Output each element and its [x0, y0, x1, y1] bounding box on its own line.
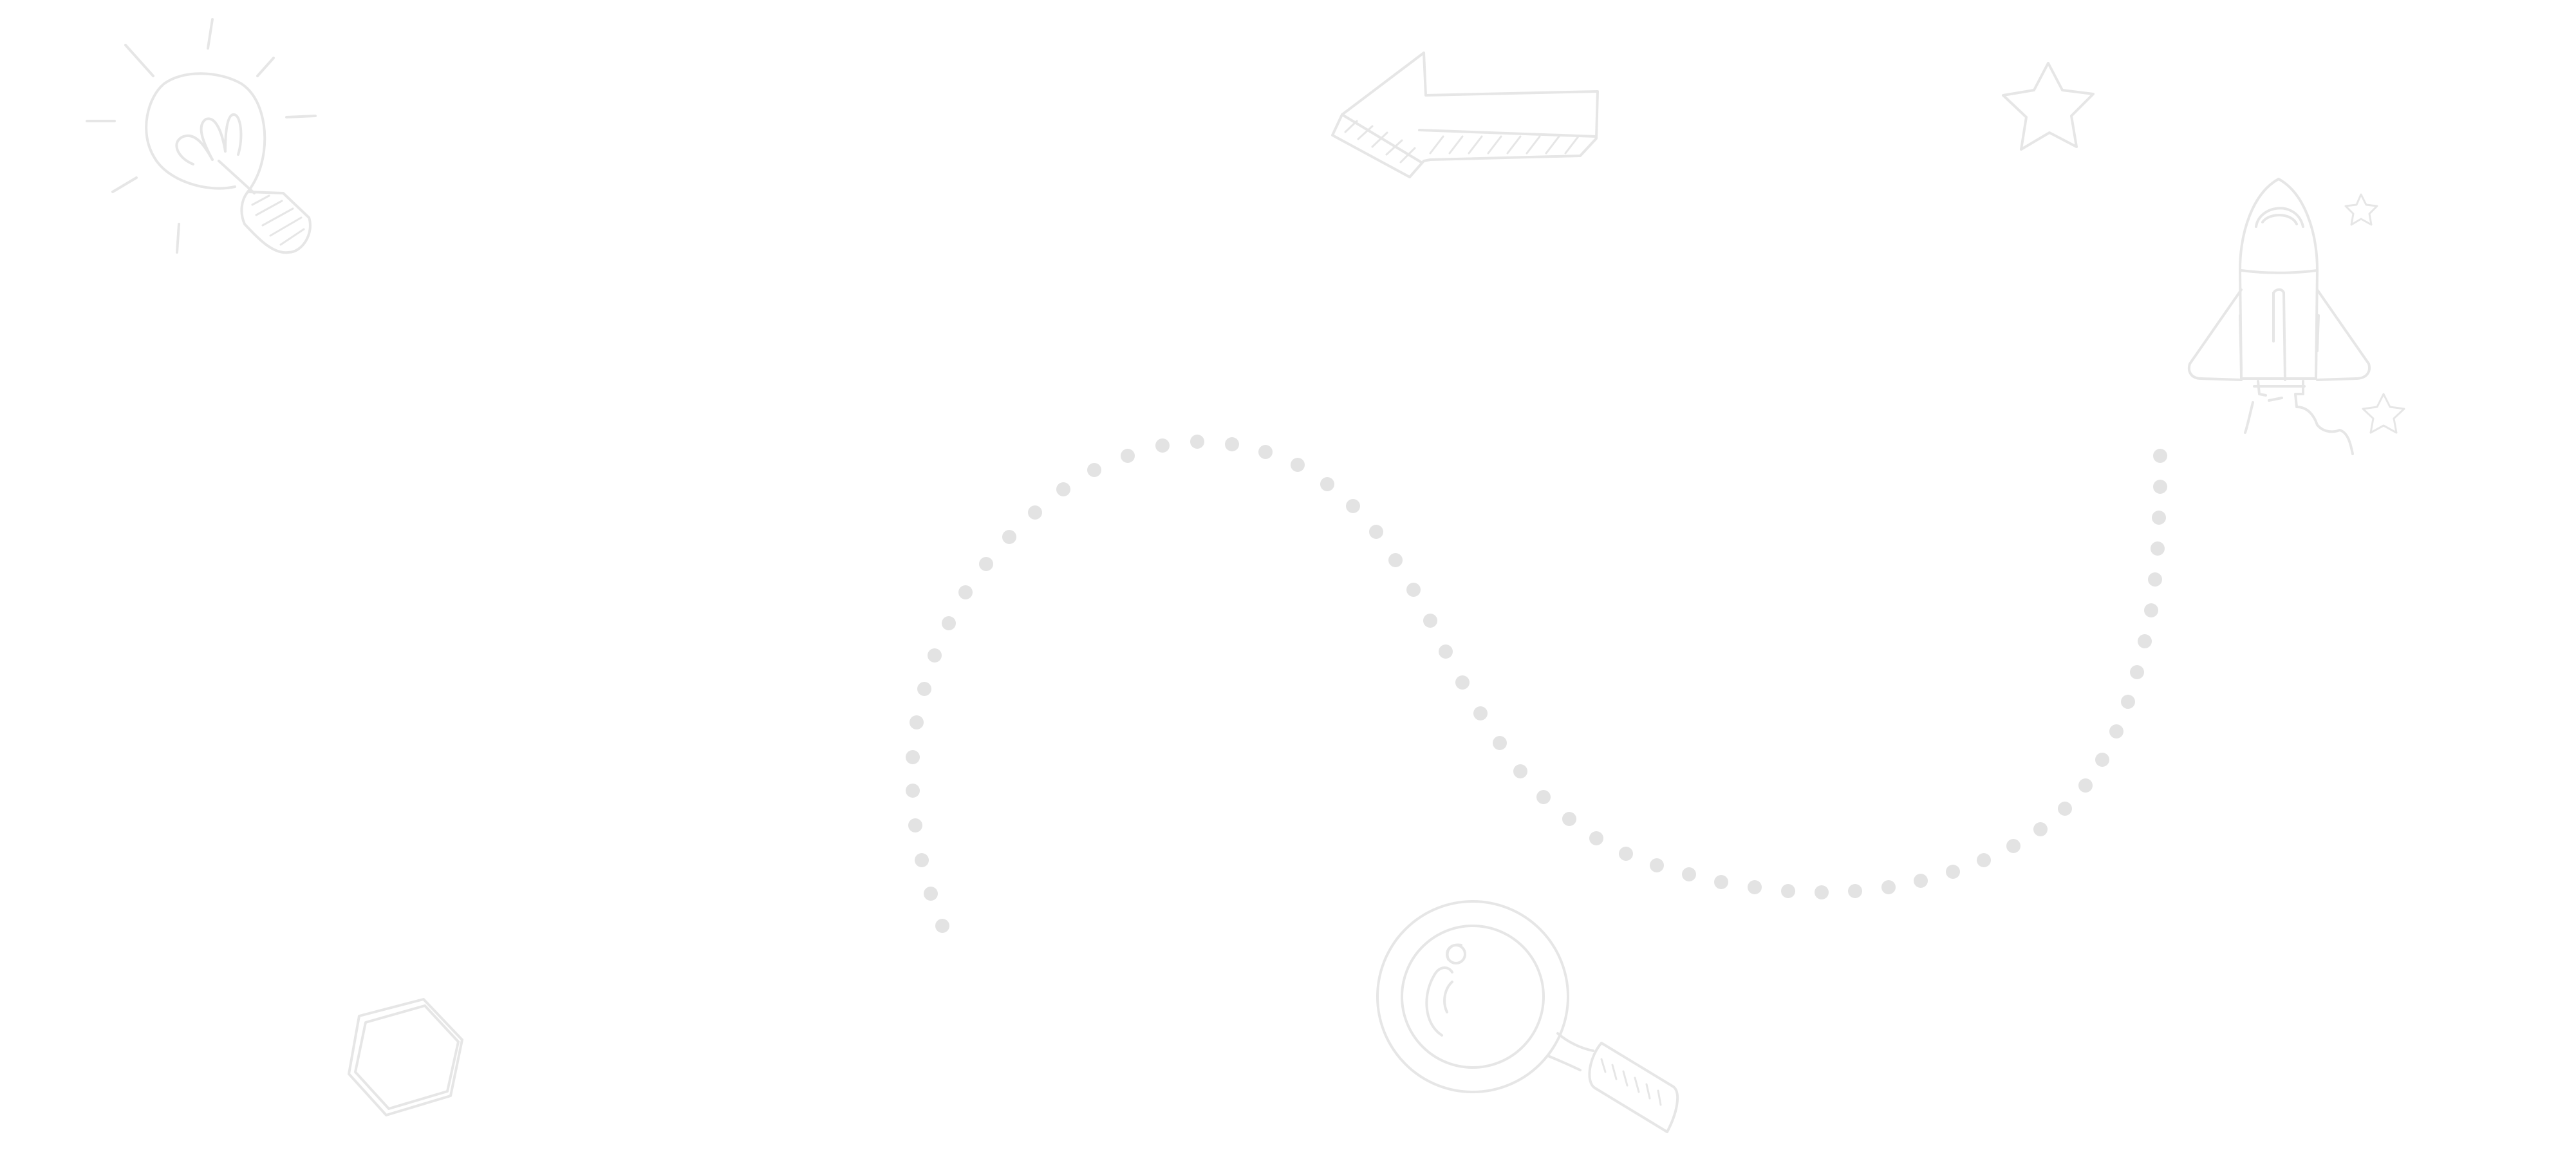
path-dot	[1714, 875, 1728, 889]
dotted-path	[906, 435, 2167, 933]
path-dot	[1562, 812, 1576, 826]
path-dot	[958, 585, 973, 599]
path-dot	[1455, 675, 1470, 690]
small-star-icon	[2362, 393, 2405, 434]
path-dot	[1087, 463, 1101, 477]
path-dot	[928, 648, 942, 663]
path-dot	[1815, 885, 1829, 899]
path-dot	[1748, 880, 1762, 894]
path-dot	[2058, 802, 2072, 816]
path-dot	[906, 750, 920, 764]
path-dot	[924, 887, 938, 901]
path-dot	[906, 784, 920, 798]
path-dot	[1650, 858, 1664, 872]
path-dot	[1155, 438, 1170, 453]
path-dot	[1439, 644, 1453, 659]
path-dot	[2078, 778, 2093, 793]
path-dot	[1388, 553, 1403, 567]
path-dot	[1536, 790, 1551, 804]
path-dot	[1406, 583, 1421, 597]
path-dot	[1881, 880, 1896, 894]
left-arrow-icon	[1331, 52, 1599, 178]
path-dot	[2153, 449, 2167, 463]
path-dot	[1002, 530, 1016, 544]
path-dot	[2033, 822, 2048, 836]
path-dot	[1473, 706, 1488, 720]
path-dot	[1589, 831, 1603, 845]
path-dot	[1056, 482, 1070, 496]
path-dot	[2138, 634, 2152, 648]
path-dot	[2109, 724, 2123, 738]
path-dot	[1513, 764, 1527, 778]
path-dot	[1291, 458, 1305, 472]
path-dot	[1346, 499, 1360, 513]
path-dot	[1682, 867, 1696, 881]
path-dot	[1121, 449, 1135, 463]
path-dot	[908, 818, 922, 832]
path-dot	[1190, 435, 1204, 449]
path-dot	[2153, 480, 2167, 494]
path-dot	[917, 682, 931, 696]
path-dot	[2121, 695, 2135, 709]
rocket-icon	[2188, 178, 2371, 455]
path-dot	[910, 715, 924, 729]
hexagon-icon	[348, 998, 463, 1116]
path-dot	[935, 919, 949, 933]
path-dot	[1781, 884, 1795, 898]
path-dot	[1946, 865, 1960, 879]
path-dot	[1320, 477, 1334, 491]
path-dot	[1258, 445, 1273, 459]
path-dot	[1848, 884, 1862, 898]
path-dot	[2144, 603, 2158, 617]
magnifying-glass-icon	[1376, 900, 1679, 1133]
path-dot	[915, 853, 929, 867]
path-dot	[1493, 736, 1507, 750]
star-icon	[2002, 62, 2095, 151]
path-dot	[1369, 525, 1383, 539]
path-dot	[2151, 541, 2165, 556]
path-dot	[2006, 839, 2021, 853]
small-star-icon	[2344, 193, 2378, 226]
path-dot	[1423, 614, 1437, 628]
path-dot	[1977, 853, 1991, 867]
path-dot	[2148, 572, 2162, 587]
path-dot	[1619, 847, 1633, 861]
path-dot	[2130, 665, 2144, 679]
path-dot	[1914, 874, 1928, 888]
lightbulb-icon	[86, 18, 317, 254]
path-dot	[2095, 753, 2109, 767]
path-dot	[2152, 511, 2166, 525]
path-dot	[942, 616, 956, 630]
path-dot	[1028, 505, 1042, 520]
path-dot	[979, 557, 993, 571]
path-dot	[1225, 437, 1239, 451]
